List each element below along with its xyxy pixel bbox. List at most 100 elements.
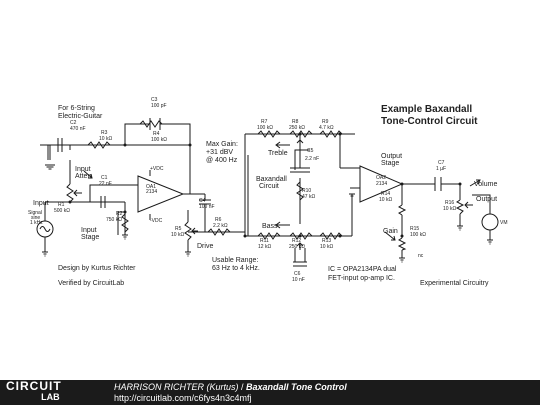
c6-name: C6 <box>294 271 301 277</box>
baxandall-label-1: Baxandall <box>256 176 287 183</box>
range-note-2: 63 Hz to 4 kHz. <box>212 265 260 272</box>
treble-label: Treble <box>268 150 288 157</box>
output-label: Output <box>476 196 497 203</box>
c5-name: C5 <box>307 148 314 154</box>
notes: For 6-String Electric-Guitar Example Bax… <box>58 104 489 287</box>
r10-name: R10 <box>302 188 311 194</box>
symbols <box>36 118 499 267</box>
oa2-name: OA2 <box>376 175 386 181</box>
vee-label: -VDC <box>150 218 163 224</box>
r3-value: 10 kΩ <box>99 136 112 142</box>
author-link[interactable]: HARRISON RICHTER (Kurtus) <box>114 382 239 392</box>
r10-value: 47 kΩ <box>302 194 315 200</box>
c2-value: 470 nF <box>70 126 86 132</box>
schematic-canvas: C3 100 pF C2 470 nF R3 10 kΩ R4 100 kΩ C… <box>28 97 508 287</box>
input-atten-label-1: Input <box>75 166 91 173</box>
r7-name: R7 <box>261 119 268 125</box>
input-stage-label-1: Input <box>81 227 97 234</box>
r13-name: R13 <box>322 238 331 244</box>
vm-label: VM <box>500 220 508 226</box>
r6-name: R6 <box>215 217 222 223</box>
r8-value: 250 kΩ <box>289 125 305 131</box>
r1-name: R1 <box>58 202 65 208</box>
r11-value: 12 kΩ <box>258 244 271 250</box>
footer-separator: / <box>238 382 247 392</box>
circuitlab-logo[interactable]: CIRCUIT LAB <box>6 379 62 403</box>
r3-name: R3 <box>101 130 108 136</box>
footer-bar: CIRCUIT LAB HARRISON RICHTER (Kurtus) / … <box>0 380 540 405</box>
r11-name: R11 <box>260 238 269 244</box>
gain-label: Gain <box>383 228 398 235</box>
designer-note: Design by Kurtus Richter <box>58 265 136 272</box>
gain-note-2: +31 dBV <box>206 149 233 156</box>
input-stage-label-2: Stage <box>81 234 99 241</box>
input-label: Input <box>33 200 49 207</box>
input-atten-label-2: Atten <box>75 173 91 180</box>
c6-value: 10 nF <box>292 277 305 283</box>
r16-name: R16 <box>445 200 454 206</box>
output-stage-label-2: Stage <box>381 160 399 167</box>
oa1-name: OA1 <box>146 184 156 190</box>
logo-circuit: CIRCUIT <box>6 379 62 393</box>
r7-value: 100 kΩ <box>257 125 273 131</box>
c4-value: 100 nF <box>199 204 215 210</box>
signal-label-2: sine <box>31 215 40 221</box>
circuit-url-link[interactable]: http://circuitlab.com/c6fys4n3c4mfj <box>114 393 252 403</box>
r14-value: 10 kΩ <box>379 197 392 203</box>
volume-label: Volume <box>474 181 497 188</box>
c2-name: C2 <box>70 120 77 126</box>
r1-value: 500 kΩ <box>54 208 70 214</box>
r4-name: R4 <box>153 131 160 137</box>
oa1-value: 2134 <box>146 189 157 195</box>
logo-lab: LAB <box>41 392 60 402</box>
c7-name: C7 <box>438 160 445 166</box>
r16-value: 10 kΩ <box>443 206 456 212</box>
component-labels: C3 100 pF C2 470 nF R3 10 kΩ R4 100 kΩ C… <box>54 97 456 283</box>
bass-label: Bass <box>262 223 278 230</box>
nc-label: nc <box>418 253 424 259</box>
r15-value: 100 kΩ <box>410 232 426 238</box>
signal-label-1: Signal <box>28 210 42 216</box>
circuit-title-link[interactable]: Baxandall Tone Control <box>246 382 347 392</box>
r9-name: R9 <box>322 119 329 125</box>
functional-labels: Input Input Atten Input Stage Signal sin… <box>28 150 508 259</box>
guitar-note-2: Electric-Guitar <box>58 113 103 120</box>
gain-note-3: @ 400 Hz <box>206 157 238 164</box>
r8-name: R8 <box>292 119 299 125</box>
vcc-label: +VDC <box>150 166 164 172</box>
r9-value: 4.7 kΩ <box>319 125 334 131</box>
r2-name: R2 <box>116 211 123 217</box>
c4-name: C4 <box>199 198 206 204</box>
guitar-note-1: For 6-String <box>58 105 95 112</box>
experimental-note: Experimental Circuitry <box>420 280 489 287</box>
r2-value: 750 kΩ <box>106 217 122 223</box>
junctions <box>68 132 462 238</box>
r5-name: R5 <box>175 226 182 232</box>
c5-value: 2.2 nF <box>305 156 319 162</box>
range-note-1: Usable Range: <box>212 257 258 264</box>
c3-name: C3 <box>151 97 158 103</box>
c1-value: 22 nF <box>99 181 112 187</box>
r4-value: 100 kΩ <box>151 137 167 143</box>
r5-value: 10 kΩ <box>171 232 184 238</box>
ic-note-1: IC = OPA2134PA dual <box>328 266 397 273</box>
baxandall-label-2: Circuit <box>259 183 279 190</box>
circuit-title-1: Example Baxandall <box>381 104 472 115</box>
circuit-title-2: Tone-Control Circuit <box>381 116 478 127</box>
signal-label-3: 1 kHz <box>30 220 43 226</box>
r13-value: 10 kΩ <box>320 244 333 250</box>
output-stage-label-1: Output <box>381 153 402 160</box>
verified-note: Verified by CircuitLab <box>58 280 124 287</box>
footer-info: HARRISON RICHTER (Kurtus) / Baxandall To… <box>114 382 347 404</box>
gain-note-1: Max Gain: <box>206 141 238 148</box>
drive-label: Drive <box>197 243 213 250</box>
r14-name: R14 <box>381 191 390 197</box>
ic-note-2: FET-input op-amp IC. <box>328 275 395 282</box>
c1-name: C1 <box>101 175 108 181</box>
r12-name: R12 <box>292 238 301 244</box>
oa2-value: 2134 <box>376 181 387 187</box>
r12-value: 250 kΩ <box>289 244 305 250</box>
r15-name: R15 <box>410 226 419 232</box>
r6-value: 2.2 kΩ <box>213 223 228 229</box>
c7-value: 1 µF <box>436 166 446 172</box>
